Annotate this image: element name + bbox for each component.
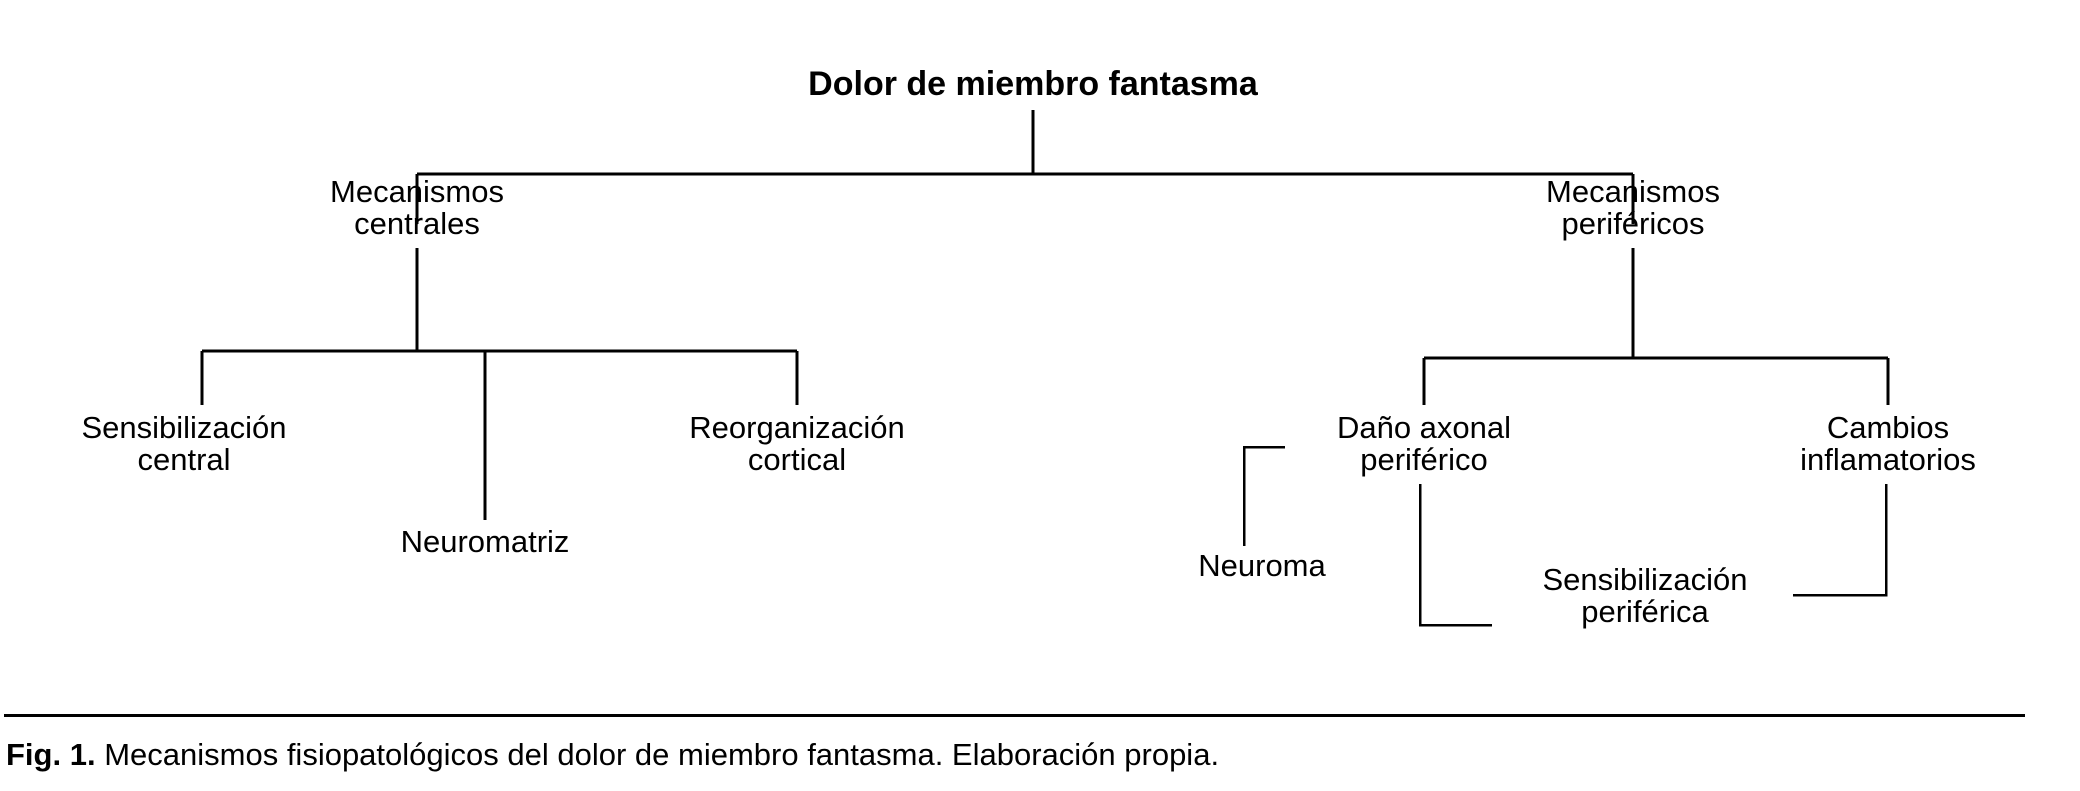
node-label-reorganizacion-cortical-line2: cortical bbox=[748, 442, 846, 477]
figure-caption-text: Mecanismos fisiopatológicos del dolor de… bbox=[104, 737, 1220, 772]
node-label-sensibilizacion-central-line2: central bbox=[137, 442, 230, 477]
node-label-sensibilizacion-central-line1: Sensibilización bbox=[81, 410, 286, 445]
figure-caption-label: Fig. 1. bbox=[6, 737, 96, 772]
node-label-dano-axonal-periferico-line1: Daño axonal bbox=[1337, 410, 1511, 445]
figure-caption-spacer bbox=[96, 737, 105, 772]
node-label-root: Dolor de miembro fantasma bbox=[808, 65, 1259, 103]
node-label-sensibilizacion-periferica-line1: Sensibilización bbox=[1542, 562, 1747, 597]
figure-caption: Fig. 1. Mecanismos fisiopatológicos del … bbox=[6, 735, 1219, 775]
node-label-cambios-inflamatorios-line1: Cambios bbox=[1827, 410, 1949, 445]
connector-bracket-sensibilizacion-periferica-right bbox=[1793, 484, 1888, 597]
node-label-mecanismos-perifericos-line1: Mecanismos bbox=[1546, 174, 1720, 209]
node-label-sensibilizacion-periferica-line2: periférica bbox=[1581, 594, 1709, 629]
node-label-dano-axonal-periferico-line2: periférico bbox=[1360, 442, 1488, 477]
node-label-cambios-inflamatorios-line2: inflamatorios bbox=[1800, 442, 1976, 477]
node-label-mecanismos-perifericos-line2: periféricos bbox=[1562, 206, 1705, 241]
node-label-mecanismos-centrales-line2: centrales bbox=[354, 206, 480, 241]
node-label-neuroma: Neuroma bbox=[1198, 548, 1326, 583]
connector-bracket-sensibilizacion-periferica-left bbox=[1418, 484, 1492, 627]
connector-bracket-neuroma bbox=[1242, 445, 1285, 546]
node-label-mecanismos-centrales-line1: Mecanismos bbox=[330, 174, 504, 209]
node-label-reorganizacion-cortical-line1: Reorganización bbox=[689, 410, 904, 445]
node-label-neuromatriz: Neuromatriz bbox=[401, 524, 570, 559]
caption-separator-rule bbox=[4, 714, 2025, 717]
